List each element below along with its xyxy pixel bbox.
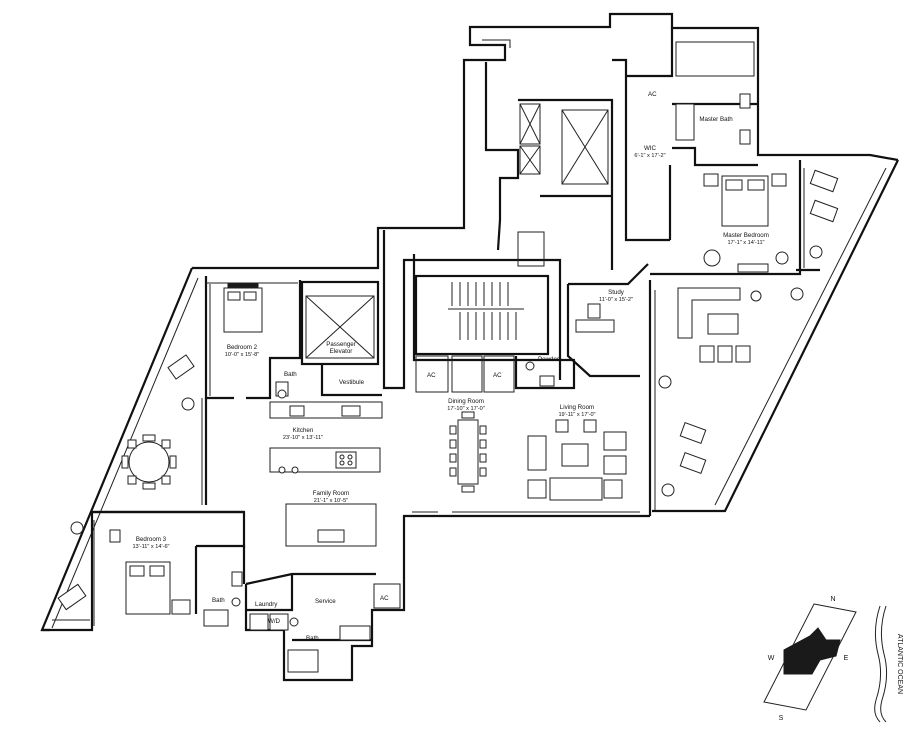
room-name-bedroom3: Bedroom 3	[136, 536, 167, 543]
room-name-bath3: Bath	[212, 597, 225, 604]
furniture	[57, 41, 839, 673]
room-name-master-bath: Master Bath	[699, 116, 733, 123]
room-name-bedroom2: Bedroom 2	[227, 344, 258, 351]
ocean-label: ATLANTIC OCEAN	[896, 634, 903, 694]
room-dims-living-room: 19'-11" x 17'-0"	[558, 412, 595, 418]
compass-west: W	[768, 655, 775, 662]
ac-label-service: AC	[380, 595, 389, 602]
room-dims-bedroom2: 10'-0" x 15'-8"	[225, 352, 259, 358]
elevator-label-1: Passenger	[326, 341, 356, 348]
room-dims-master-bedroom: 17'-1" x 14'-11"	[727, 240, 764, 246]
room-name-master-bedroom: Master Bedroom	[723, 232, 769, 239]
elevator-label-2: Elevator	[330, 348, 353, 355]
room-dims-study: 11'-0" x 15'-2"	[599, 297, 633, 303]
room-dims-wic: 6'-1" x 17'-2"	[634, 153, 665, 159]
interior-walls	[92, 28, 820, 642]
room-labels: Bedroom 2 10'-0" x 15'-8" Passenger Elev…	[132, 91, 768, 642]
room-name-powder: Powder	[538, 356, 559, 363]
room-name-kitchen: Kitchen	[293, 427, 314, 434]
compass-east: E	[844, 655, 849, 662]
ac-label-upper: AC	[648, 91, 657, 98]
compass-site-key: N S E W ATLANTIC OCEAN	[763, 596, 903, 723]
room-name-laundry: Laundry	[255, 601, 278, 608]
room-name-living-room: Living Room	[560, 404, 594, 411]
room-name-family-room: Family Room	[313, 490, 349, 497]
room-dims-kitchen: 23'-10" x 13'-11"	[283, 435, 323, 441]
room-name-wic: WIC	[644, 145, 657, 152]
room-dims-bedroom3: 13'-11" x 14'-6"	[132, 544, 169, 550]
room-name-vestibule: Vestibule	[339, 379, 365, 386]
ac-label-core-right: AC	[493, 372, 502, 379]
room-name-dining-room: Dining Room	[448, 398, 484, 405]
room-dims-dining-room: 17'-10" x 17'-0"	[447, 406, 485, 412]
compass-south: S	[779, 715, 784, 722]
room-name-study: Study	[608, 289, 625, 296]
ac-label-core-left: AC	[427, 372, 436, 379]
room-name-bath2: Bath	[284, 371, 297, 378]
exterior-walls	[40, 12, 899, 682]
room-name-service-bath: Bath	[306, 635, 319, 642]
room-name-service: Service	[315, 598, 336, 605]
room-dims-family-room: 21'-1" x 10'-5"	[314, 498, 348, 504]
room-name-wd: W/D	[268, 618, 281, 625]
compass-north: N	[830, 596, 835, 603]
